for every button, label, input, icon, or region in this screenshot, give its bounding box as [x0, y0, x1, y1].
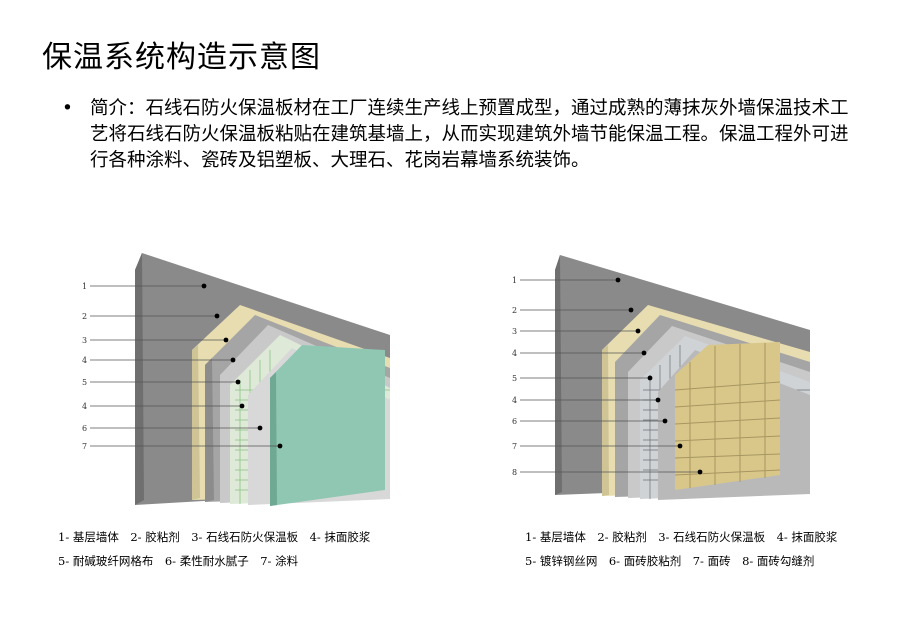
legend-left: 1- 基层墙体 2- 胶粘剂 3- 石线石防火保温板 4- 抹面胶浆 5- 耐碱… — [58, 525, 370, 573]
label-num: 3 — [82, 336, 87, 345]
label-num: 6 — [82, 424, 87, 433]
label-num: 7 — [82, 442, 87, 451]
label-num: 2 — [82, 312, 87, 321]
label-num: 8 — [512, 468, 517, 477]
label-num: 4 — [512, 349, 517, 358]
page-title: 保温系统构造示意图 — [42, 40, 321, 75]
label-num: 4 — [82, 356, 87, 365]
coating-system-diagram: 1 2 3 4 5 4 6 7 — [82, 253, 390, 506]
intro-paragraph: • 简介：石线石防火保温板材在工厂连续生产线上预置成型，通过成熟的薄抹灰外墙保温… — [62, 96, 852, 174]
legend-line: 5- 耐碱玻纤网格布 6- 柔性耐水腻子 7- 涂料 — [58, 554, 299, 568]
label-num: 6 — [512, 417, 517, 426]
label-num: 5 — [82, 378, 87, 387]
intro-text: 简介：石线石防火保温板材在工厂连续生产线上预置成型，通过成熟的薄抹灰外墙保温技术… — [90, 98, 849, 171]
legend-line: 5- 镀锌钢丝网 6- 面砖胶粘剂 7- 面砖 8- 面砖勾缝剂 — [525, 554, 815, 568]
label-num: 4 — [82, 402, 87, 411]
legend-line: 1- 基层墙体 2- 胶粘剂 3- 石线石防火保温板 4- 抹面胶浆 — [525, 530, 838, 544]
coating-layer — [270, 345, 385, 506]
legend-line: 1- 基层墙体 2- 胶粘剂 3- 石线石防火保温板 4- 抹面胶浆 — [58, 530, 371, 544]
tile-layer — [675, 342, 780, 490]
label-num: 1 — [82, 282, 87, 291]
legend-right: 1- 基层墙体 2- 胶粘剂 3- 石线石防火保温板 4- 抹面胶浆 5- 镀锌… — [525, 525, 837, 573]
bullet-icon: • — [62, 98, 73, 119]
label-num: 2 — [512, 306, 517, 315]
label-num: 3 — [512, 327, 517, 336]
label-num: 7 — [512, 442, 517, 451]
label-num: 4 — [512, 396, 517, 405]
label-num: 1 — [512, 276, 517, 285]
tile-system-diagram: 1 2 3 4 5 4 6 7 8 — [512, 255, 810, 500]
label-num: 5 — [512, 374, 517, 383]
